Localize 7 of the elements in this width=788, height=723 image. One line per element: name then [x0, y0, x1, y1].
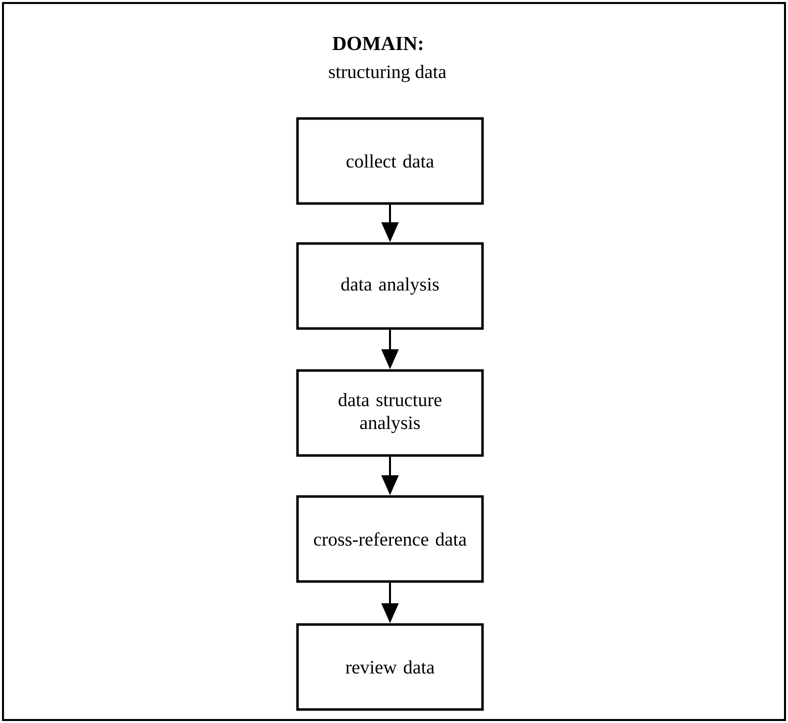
title: DOMAIN:	[332, 36, 422, 50]
process-box: review data	[296, 623, 484, 711]
process-box: cross-reference data	[296, 495, 484, 583]
process-box: data structure analysis	[296, 369, 484, 457]
process-box: collect data	[296, 117, 484, 205]
subtitle: structuring data	[328, 64, 446, 82]
process-box: data analysis	[296, 242, 484, 330]
